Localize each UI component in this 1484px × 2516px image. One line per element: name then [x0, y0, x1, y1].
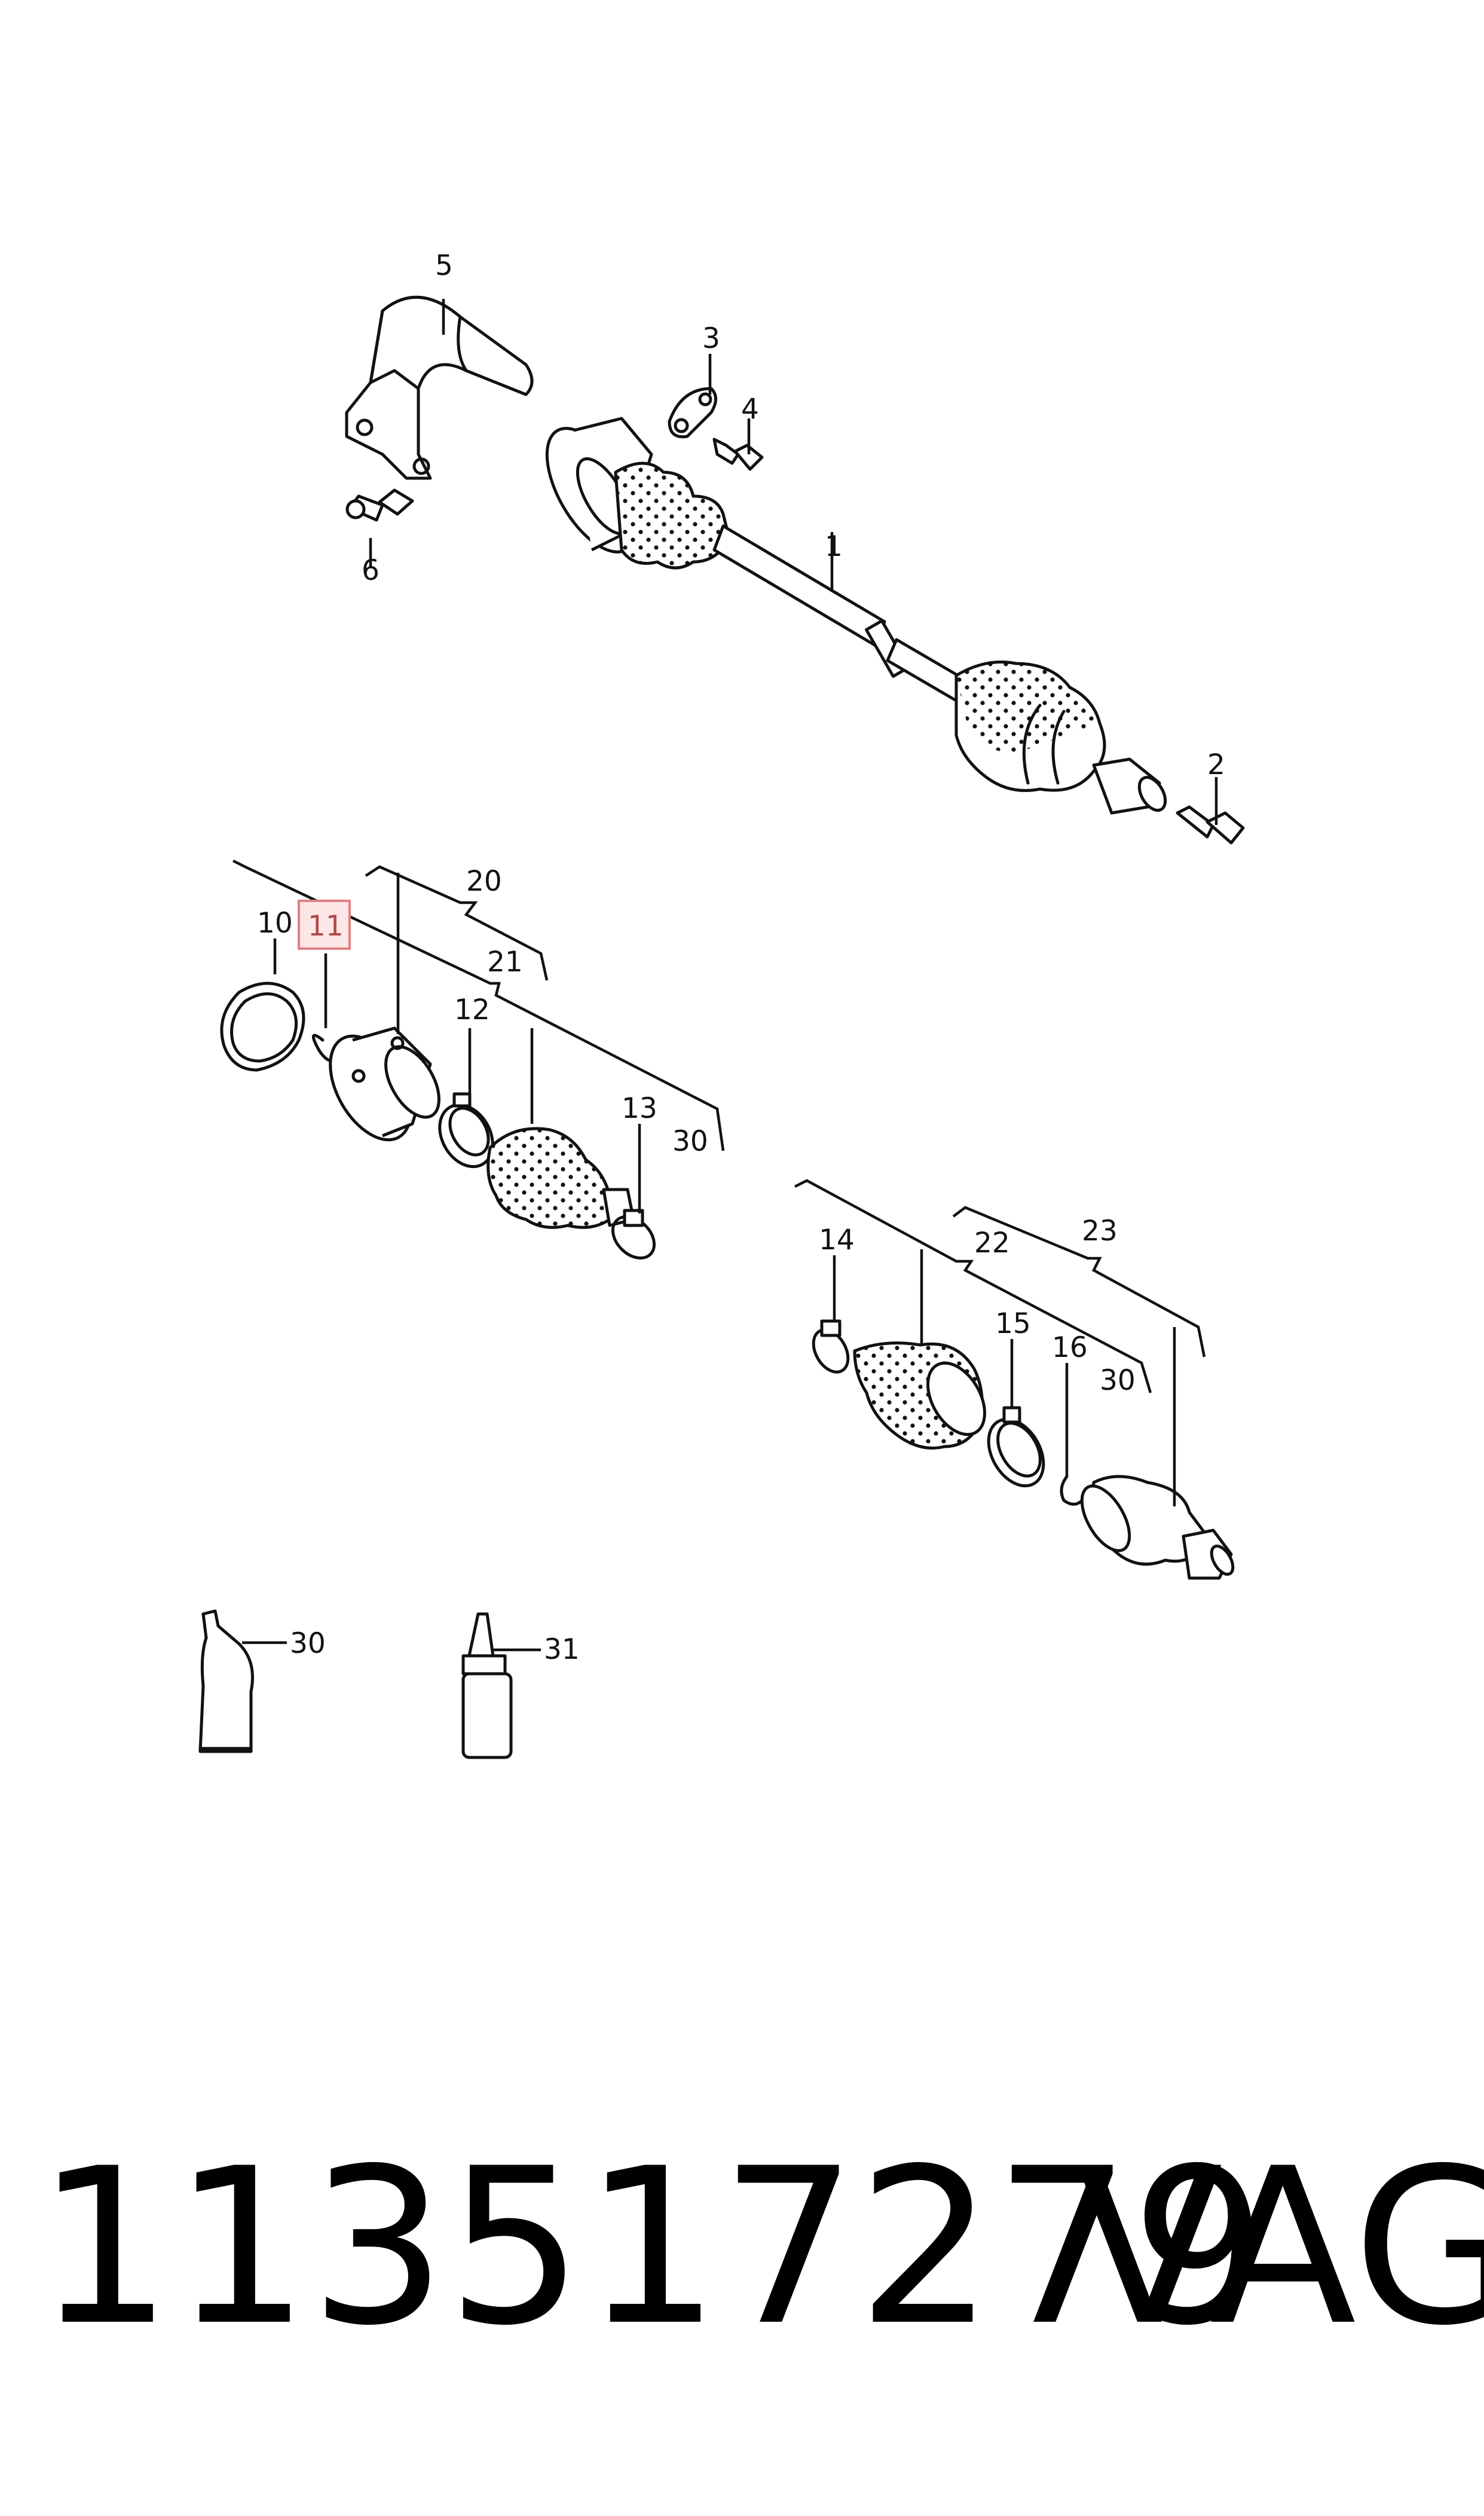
drive-shaft-part [545, 417, 1167, 815]
callout-30-left[interactable]: 30 [672, 1125, 708, 1158]
brand-name: VAG [1076, 2122, 1484, 2373]
callout-1[interactable]: 1 [825, 530, 843, 563]
boot-21-part [486, 1127, 635, 1229]
callout-30-right[interactable]: 30 [1100, 1364, 1136, 1397]
callout-5[interactable]: 5 [435, 249, 453, 282]
outer-joint-23-part [1080, 1475, 1235, 1580]
callout-3[interactable]: 3 [702, 322, 720, 355]
callout-11[interactable]: 11 [308, 910, 344, 943]
callout-15[interactable]: 15 [995, 1307, 1031, 1340]
clamp-15-part [987, 1406, 1045, 1488]
callout-2[interactable]: 2 [1207, 748, 1225, 781]
grease-tube-part [198, 1609, 254, 1753]
clamp-13-part [611, 1209, 656, 1260]
callout-30-tube[interactable]: 30 [290, 1627, 326, 1660]
callout-12[interactable]: 12 [454, 993, 490, 1026]
callout-23[interactable]: 23 [1082, 1215, 1118, 1248]
bolt-6-part [345, 488, 414, 522]
callout-13[interactable]: 13 [622, 1092, 657, 1125]
heat-shield-part [345, 295, 534, 480]
part-number: 113517279 [36, 2122, 1268, 2373]
callout-20[interactable]: 20 [466, 865, 502, 898]
bolt-2-part [1176, 805, 1245, 845]
clamp-12-part [438, 1092, 494, 1169]
callout-4[interactable]: 4 [741, 393, 759, 426]
lock-plate-part [668, 387, 717, 439]
gasket-10-part [220, 982, 305, 1072]
callout-6[interactable]: 6 [362, 554, 380, 587]
circlip-16-part [1060, 1475, 1087, 1506]
boot-22-part [853, 1341, 986, 1450]
clamp-14-part [812, 1319, 850, 1374]
callout-21[interactable]: 21 [487, 946, 523, 979]
bolt-4-part [712, 438, 764, 471]
highlight-box [298, 900, 351, 950]
leader-lines [232, 299, 1218, 1652]
callout-22[interactable]: 22 [974, 1227, 1010, 1259]
sealant-bottle-part [461, 1612, 513, 1759]
callout-16[interactable]: 16 [1052, 1331, 1088, 1364]
callout-labels: 5 3 4 6 1 2 20 10 11 21 12 13 30 23 14 2… [257, 249, 1225, 1666]
callout-10[interactable]: 10 [257, 907, 293, 940]
inner-joint-20-part [329, 1026, 440, 1142]
callout-31[interactable]: 31 [544, 1633, 580, 1666]
callout-14[interactable]: 14 [819, 1224, 855, 1257]
